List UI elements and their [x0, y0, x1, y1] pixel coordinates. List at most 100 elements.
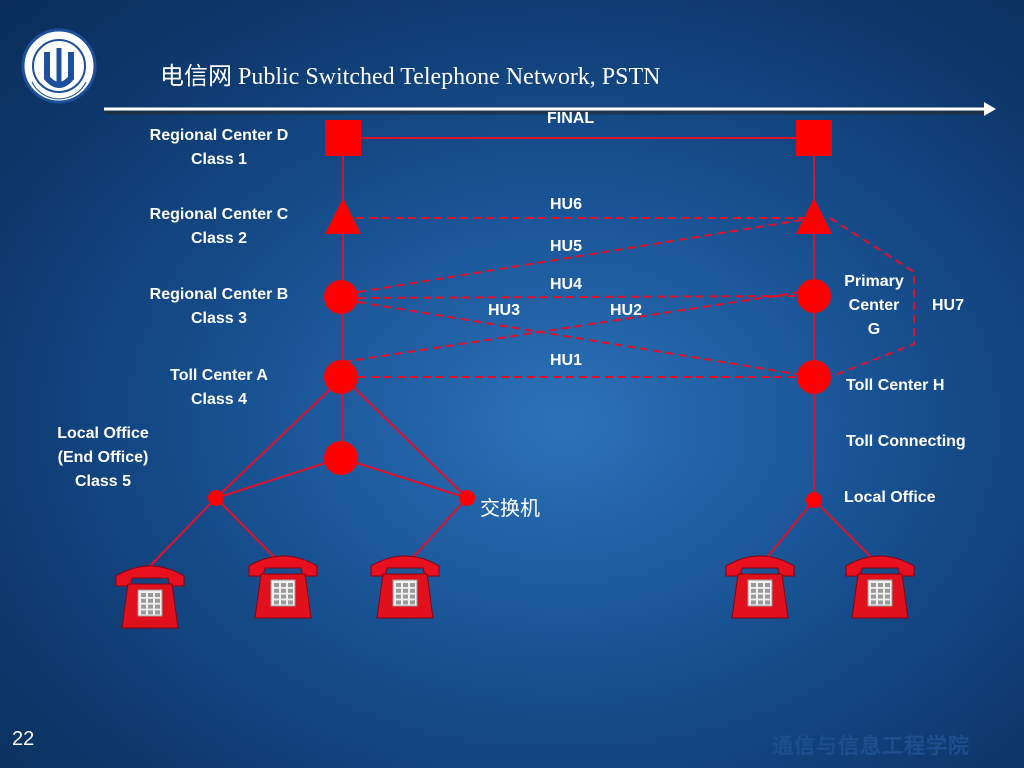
- telephone-key: [288, 588, 293, 593]
- telephone-icon: [370, 555, 440, 619]
- telephone-key: [396, 594, 401, 599]
- telephone-key: [155, 610, 160, 615]
- label-hu5: HU5: [550, 238, 583, 255]
- telephone-key: [871, 594, 876, 599]
- telephone-key: [148, 610, 153, 615]
- label-primary-center-g: Primary Center G: [844, 273, 904, 338]
- telephone-key: [885, 583, 890, 587]
- telephone-key: [410, 594, 415, 599]
- telephone-key: [885, 594, 890, 599]
- page-title: 电信网 Public Switched Telephone Network, P…: [160, 64, 661, 90]
- telephone-key: [396, 600, 401, 605]
- telephone-icon: [725, 555, 795, 619]
- telephone-key: [274, 594, 279, 599]
- label-local-office-right: Local Office: [844, 489, 936, 506]
- telephone-key: [274, 588, 279, 593]
- right-class1-node: [796, 120, 832, 156]
- university-logo: [21, 28, 97, 104]
- telephone-key: [288, 600, 293, 605]
- telephone-key: [765, 583, 770, 587]
- telephone-key: [878, 594, 883, 599]
- telephone-key: [765, 600, 770, 605]
- toll-center-a-node: [324, 360, 358, 394]
- telephone-key: [403, 588, 408, 593]
- telephone-key: [155, 604, 160, 609]
- telephone-key: [281, 594, 286, 599]
- telephone-key: [758, 600, 763, 605]
- telephone-key: [148, 604, 153, 609]
- label-hu1: HU1: [550, 352, 583, 369]
- local-office-switch-node: [459, 490, 475, 506]
- telephone-key: [410, 588, 415, 593]
- telephone-key: [148, 593, 153, 597]
- local-office-right-node: [806, 492, 822, 508]
- telephone-key: [403, 594, 408, 599]
- telephone-key: [871, 583, 876, 587]
- telephone-key: [281, 588, 286, 593]
- regional-center-b-node: [324, 280, 358, 314]
- telephone-icon: [115, 565, 185, 629]
- label-hu3: HU3: [488, 302, 521, 319]
- local-office-left-node: [208, 490, 224, 506]
- telephone-key: [288, 583, 293, 587]
- telephone-key: [878, 588, 883, 593]
- telephone-key: [403, 600, 408, 605]
- label-hu4: HU4: [550, 276, 583, 293]
- label-toll-center-h: Toll Center H: [846, 377, 945, 394]
- label-local-office-left: Local Office (End Office) Class 5: [57, 425, 149, 490]
- telephone-key: [758, 583, 763, 587]
- telephone-key: [758, 594, 763, 599]
- telephone-key: [141, 593, 146, 597]
- telephone-key: [751, 600, 756, 605]
- right-class2-node: [796, 198, 832, 234]
- telephone-key: [281, 583, 286, 587]
- page-number: 22: [12, 728, 35, 750]
- toll-center-h-node: [797, 360, 831, 394]
- telephone-icon: [845, 555, 915, 619]
- label-switch: 交换机: [480, 498, 540, 520]
- telephone-key: [141, 610, 146, 615]
- title-arrow: [104, 102, 996, 116]
- institute-footer: 通信与信息工程学院: [772, 735, 970, 758]
- telephone-key: [396, 588, 401, 593]
- telephone-key: [758, 588, 763, 593]
- telephone-key: [141, 604, 146, 609]
- primary-center-g-node: [797, 279, 831, 313]
- telephone-key: [274, 600, 279, 605]
- telephone-key: [288, 594, 293, 599]
- telephone-key: [751, 594, 756, 599]
- regional-center-c-node: [325, 198, 361, 234]
- telephone-key: [410, 600, 415, 605]
- telephone-key: [410, 583, 415, 587]
- telephone-key: [148, 598, 153, 603]
- nodes: [208, 120, 832, 508]
- telephones: [115, 555, 915, 629]
- regional-center-d-node: [325, 120, 361, 156]
- telephone-key: [141, 598, 146, 603]
- label-hu7: HU7: [932, 297, 965, 314]
- telephone-key: [751, 583, 756, 587]
- high-usage-trunks: [342, 217, 915, 378]
- telephone-key: [396, 583, 401, 587]
- telephone-key: [403, 583, 408, 587]
- label-hu6: HU6: [550, 196, 583, 213]
- telephone-key: [885, 588, 890, 593]
- telephone-key: [878, 583, 883, 587]
- telephone-icon: [248, 555, 318, 619]
- telephone-key: [885, 600, 890, 605]
- telephone-key: [274, 583, 279, 587]
- telephone-key: [765, 594, 770, 599]
- telephone-key: [751, 588, 756, 593]
- telephone-key: [155, 593, 160, 597]
- telephone-key: [765, 588, 770, 593]
- telephone-key: [878, 600, 883, 605]
- telephone-key: [871, 588, 876, 593]
- label-toll-connecting: Toll Connecting: [846, 433, 966, 450]
- telephone-key: [155, 598, 160, 603]
- telephone-key: [871, 600, 876, 605]
- telephone-key: [281, 600, 286, 605]
